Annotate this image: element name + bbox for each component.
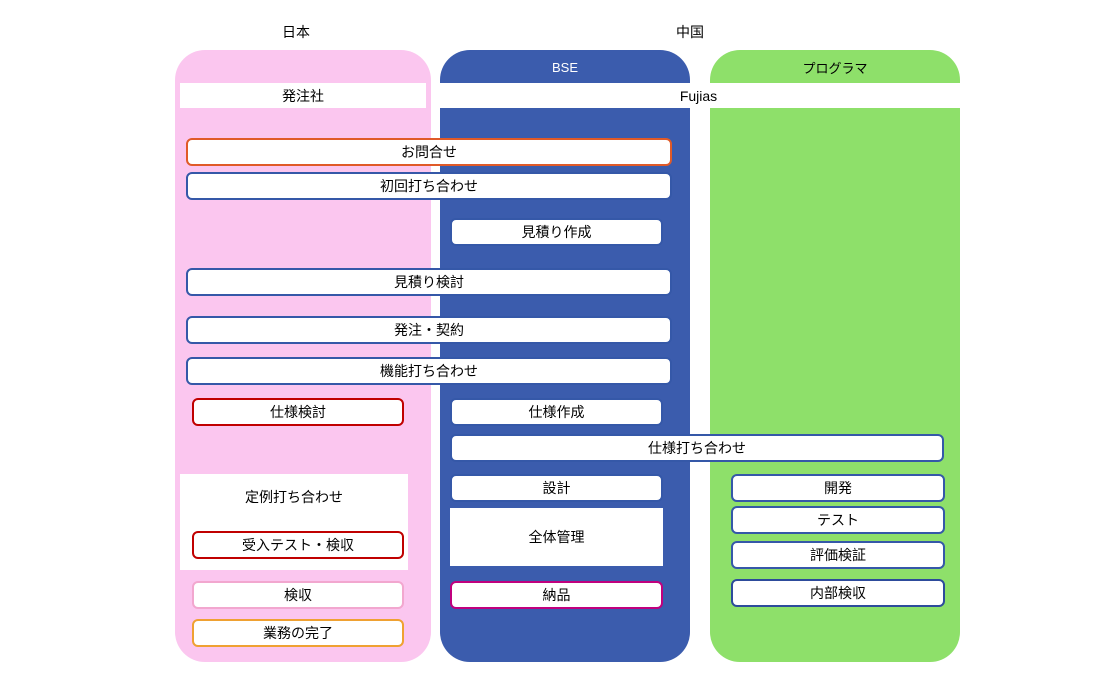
process-box-first-meeting: 初回打ち合わせ — [186, 172, 672, 200]
process-box-delivery: 納品 — [450, 581, 663, 609]
country-label-japan: 日本 — [282, 24, 310, 40]
process-box-function-meeting: 機能打ち合わせ — [186, 357, 672, 385]
bar-fujias: Fujias — [437, 83, 960, 108]
panel-overall-management: 全体管理 — [450, 508, 663, 566]
lane-bse-header: BSE — [551, 59, 578, 75]
lane-programmer — [710, 50, 960, 662]
process-box-spec-meeting: 仕様打ち合わせ — [450, 434, 944, 462]
process-box-spec-review: 仕様検討 — [192, 398, 404, 426]
process-box-internal-inspection: 内部検収 — [731, 579, 945, 607]
process-box-completion: 業務の完了 — [192, 619, 404, 647]
process-box-estimate-review: 見積り検討 — [186, 268, 672, 296]
bar-client-company: 発注社 — [180, 83, 426, 108]
process-box-evaluation: 評価検証 — [731, 541, 945, 569]
panel-overall-management-label: 全体管理 — [528, 529, 585, 545]
process-box-inspection: 検収 — [192, 581, 404, 609]
process-box-inquiry: お問合せ — [186, 138, 672, 166]
process-box-design: 設計 — [450, 474, 663, 502]
country-label-china: 中国 — [676, 24, 704, 40]
process-box-order-contract: 発注・契約 — [186, 316, 672, 344]
process-box-estimate-creation: 見積り作成 — [450, 218, 663, 246]
panel-regular-meeting-label: 定例打ち合わせ — [245, 489, 343, 505]
process-box-acceptance-test: 受入テスト・検収 — [192, 531, 404, 559]
process-box-development: 開発 — [731, 474, 945, 502]
lane-programmer-header: プログラマ — [802, 60, 868, 76]
process-box-test: テスト — [731, 506, 945, 534]
process-box-spec-creation: 仕様作成 — [450, 398, 663, 426]
